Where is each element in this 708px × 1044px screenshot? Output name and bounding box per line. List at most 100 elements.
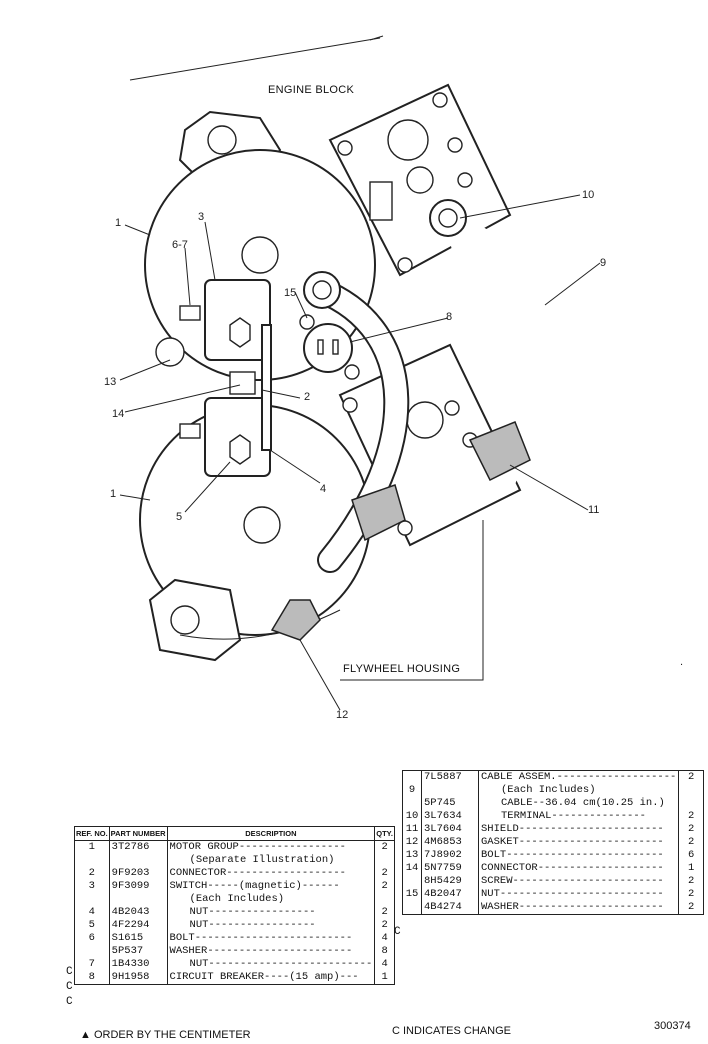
gasket	[270, 599, 321, 641]
flywheel-housing-edge	[179, 609, 341, 640]
cell-desc: SHIELD-----------------------	[478, 823, 680, 836]
cell-ref: 3	[74, 880, 110, 893]
cell-qty	[679, 797, 704, 810]
cell-desc: NUT--------------------------	[478, 888, 680, 901]
cell-part	[109, 893, 168, 906]
change-mark-2: C	[66, 981, 73, 993]
cell-ref	[74, 893, 110, 906]
cell-part: S1615	[109, 932, 168, 945]
header-part-number: PART NUMBER	[109, 826, 168, 841]
shield-lower	[351, 484, 406, 542]
cell-qty: 2	[381, 880, 388, 892]
cell-qty: 2	[688, 875, 695, 887]
cell-ref	[402, 770, 422, 784]
callout-11: 11	[588, 504, 599, 516]
cell-part: 4M6853	[421, 836, 479, 849]
cell-desc: BOLT-------------------------	[167, 932, 376, 945]
connector-block	[229, 371, 256, 395]
change-mark-1: C	[66, 966, 73, 978]
cell-qty: 8	[381, 945, 388, 957]
breaker-terminal-b	[332, 339, 339, 355]
cell-ref: 2	[74, 867, 110, 880]
cell-qty: 1	[381, 971, 388, 983]
cell-desc: (Separate Illustration)	[167, 854, 376, 867]
plate-bolt-b	[447, 137, 463, 153]
cell-qty: 2	[688, 810, 695, 822]
cell-part: 5P537	[109, 945, 168, 958]
plate-bolt-e	[397, 257, 413, 273]
cell-ref	[74, 854, 110, 867]
cell-part: 7L5887	[421, 770, 479, 784]
cell-part: 4B2043	[109, 906, 168, 919]
callout-13: 13	[104, 376, 116, 388]
cell-part	[109, 854, 168, 867]
plate-bolt-c	[457, 172, 473, 188]
table-row: (Separate Illustration)	[74, 854, 395, 867]
callout-5: 5	[176, 511, 182, 523]
change-note: C INDICATES CHANGE	[392, 1025, 511, 1037]
cell-part	[421, 784, 479, 797]
upper-motor-bolt	[155, 337, 185, 367]
breaker-terminal-a	[317, 339, 324, 355]
cell-part: 3L7604	[421, 823, 479, 836]
cell-qty: 2	[688, 901, 695, 913]
change-mark-3: C	[66, 996, 73, 1008]
cell-qty	[375, 854, 395, 867]
cell-desc: WASHER-----------------------	[167, 945, 376, 958]
table-row: (Each Includes)	[74, 893, 395, 906]
engine-block-edge	[129, 37, 381, 81]
cell-ref	[402, 875, 422, 888]
plate-bolt-d	[337, 140, 353, 156]
starter-motor-wiring-diagram: ENGINE BLOCK FL	[104, 35, 683, 721]
callout-9: 9	[600, 257, 606, 269]
callout-3: 3	[198, 211, 204, 223]
cell-part: 1B4330	[109, 958, 168, 971]
side-mark: .	[680, 656, 683, 668]
cell-desc: CONNECTOR-------------------	[167, 867, 376, 880]
cell-ref: 5	[74, 919, 110, 932]
cell-part: 4F2294	[109, 919, 168, 932]
lower-mount-hole	[170, 605, 200, 635]
leader-lines	[119, 194, 601, 711]
cell-desc: CABLE ASSEM.-------------------	[478, 770, 680, 784]
callout-labels: 1 3 6-7 13 14 2 1 5 4 15 8 10 9 11 12	[104, 189, 606, 721]
plate-post-upper	[406, 166, 434, 194]
cell-ref: 12	[402, 836, 422, 849]
cell-desc: SCREW------------------------	[478, 875, 680, 888]
cell-qty: 2	[381, 919, 388, 931]
upper-motor-hub	[241, 236, 279, 274]
cell-qty: 2	[688, 888, 695, 900]
cell-part: 7J8902	[421, 849, 479, 862]
cell-desc: SWITCH-----(magnetic)------	[167, 880, 376, 893]
cell-ref	[74, 945, 110, 958]
cell-part: 5P745	[421, 797, 479, 810]
cell-qty	[375, 893, 395, 906]
cell-part: 9F3099	[109, 880, 168, 893]
breaker-nut	[344, 364, 360, 380]
cell-ref	[402, 797, 422, 810]
cell-ref: 11	[402, 823, 422, 836]
flywheel-housing-line	[340, 520, 484, 681]
cell-part: 3T2786	[109, 840, 168, 854]
cell-ref: 13	[402, 849, 422, 862]
flywheel-housing-label: FLYWHEEL HOUSING	[343, 663, 460, 675]
cell-part: 5N7759	[421, 862, 479, 875]
upper-bolt	[179, 305, 201, 321]
cell-desc: CABLE--36.04 cm(10.25 in.)	[478, 797, 680, 810]
engine-block-label: ENGINE BLOCK	[268, 84, 354, 96]
header-qty: QTY.	[374, 826, 395, 841]
